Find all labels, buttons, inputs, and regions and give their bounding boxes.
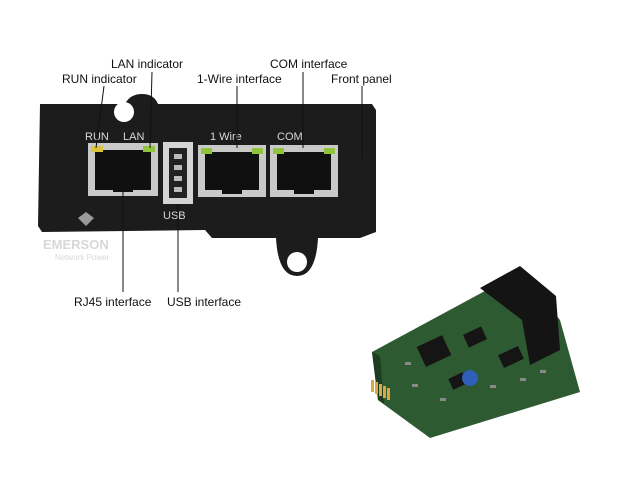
run-led	[91, 146, 103, 152]
emerson-logo: EMERSON Network Power	[43, 212, 110, 262]
leader-lan	[149, 71, 153, 149]
one-wire-led-right	[252, 148, 263, 154]
rj45-port	[88, 143, 158, 196]
panel-usb-text: USB	[163, 210, 186, 222]
usb-port	[163, 142, 193, 204]
one-wire-led-left	[201, 148, 212, 154]
com-led-right	[324, 148, 335, 154]
com-led-left	[273, 148, 284, 154]
label-rj45-interface: RJ45 interface	[74, 295, 152, 309]
mount-hole-bottom	[287, 252, 307, 272]
label-lan-indicator: LAN indicator	[111, 57, 184, 71]
brand-text: EMERSON	[43, 237, 109, 252]
brand-sub-text: Network Power	[55, 253, 110, 262]
label-usb-interface: USB interface	[167, 295, 242, 309]
leader-run	[95, 85, 105, 149]
mount-hole-top	[114, 102, 134, 122]
label-front-panel: Front panel	[331, 72, 392, 86]
board-edge-connector	[371, 380, 390, 400]
label-1wire-interface: 1-Wire interface	[197, 72, 282, 86]
board-potentiometer	[462, 370, 478, 386]
label-com-interface: COM interface	[270, 57, 348, 71]
one-wire-port	[198, 145, 266, 197]
circuit-board	[371, 266, 580, 438]
label-run-indicator: RUN indicator	[62, 72, 137, 86]
board-bracket	[480, 266, 560, 365]
com-port	[270, 145, 338, 197]
panel-com-text: COM	[277, 131, 303, 143]
lan-led	[143, 146, 155, 152]
panel-1wire-text: 1 Wire	[210, 131, 242, 143]
panel-lan-text: LAN	[123, 131, 144, 143]
